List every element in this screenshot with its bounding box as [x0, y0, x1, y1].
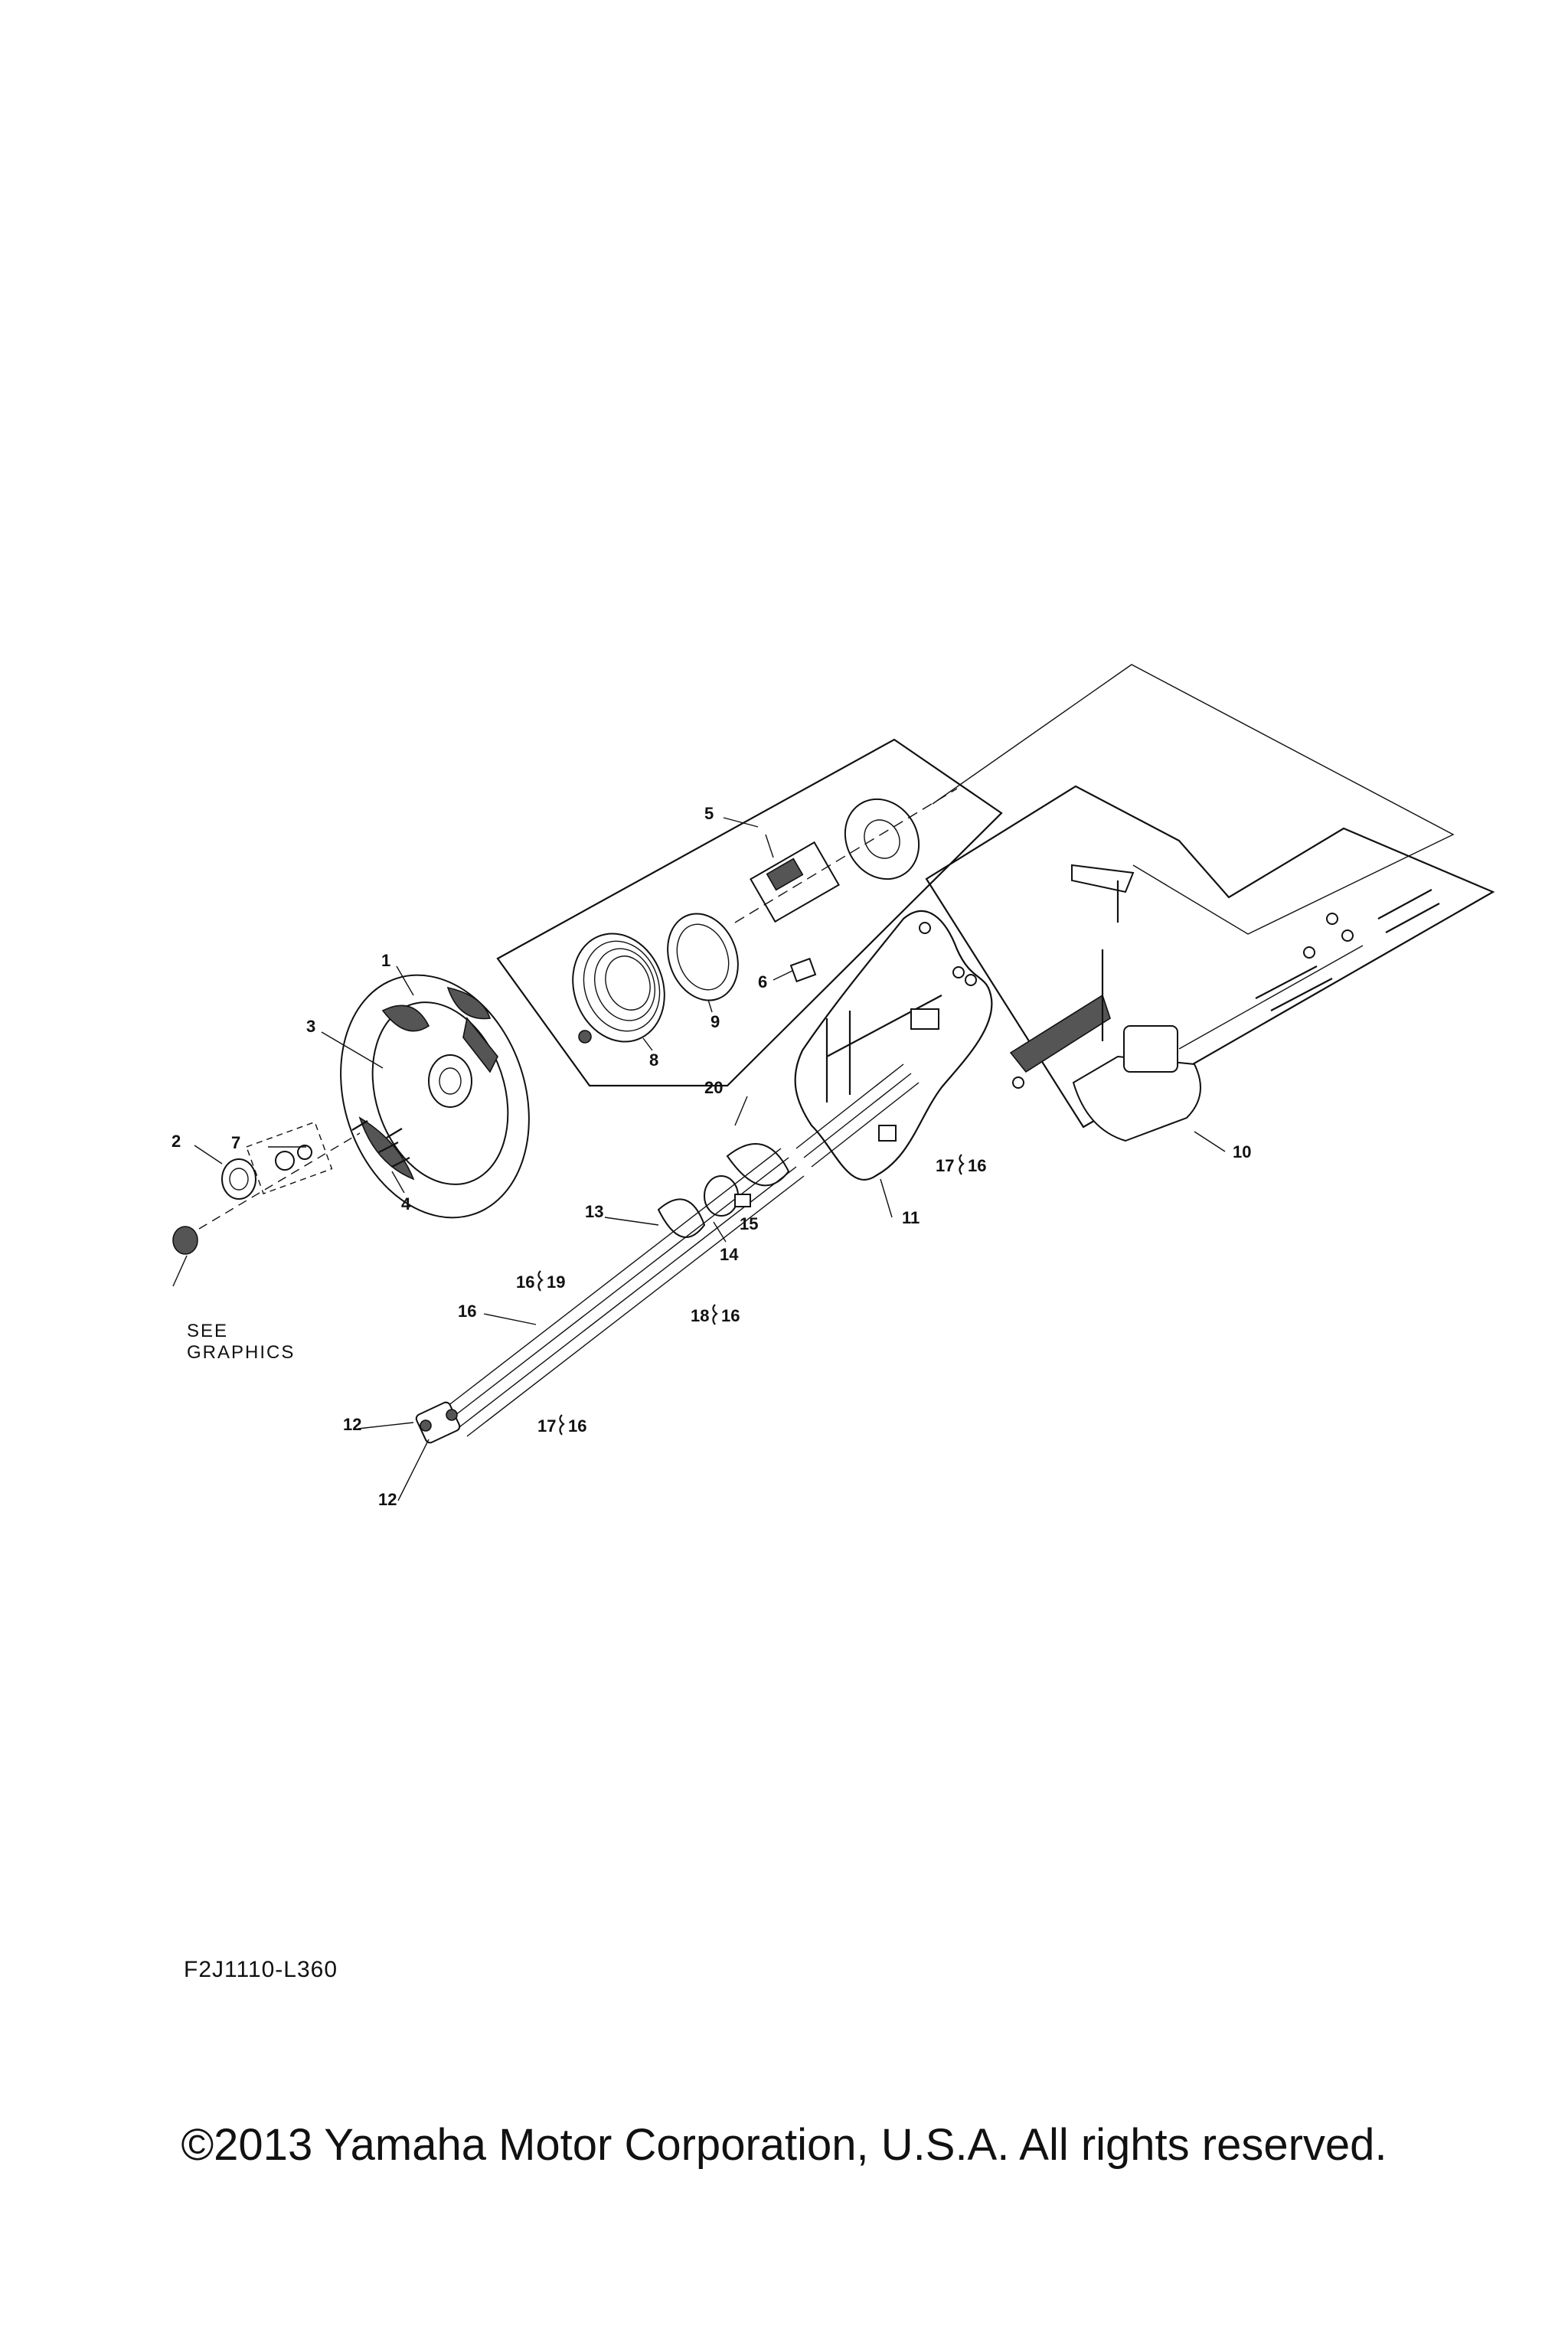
bracket-assembly	[825, 922, 977, 1142]
callout-12-a: 12	[343, 1415, 361, 1434]
callout-15: 15	[740, 1214, 758, 1233]
cable-and-boot	[443, 1063, 920, 1437]
leader-lines	[172, 817, 1226, 1501]
callout-pair-17-16-lower: 17 16	[537, 1414, 586, 1436]
callout-pair-18-16: 18 16	[691, 1304, 740, 1325]
callout-7: 7	[231, 1133, 240, 1152]
callout-1: 1	[381, 951, 390, 970]
group-10-boundary	[925, 785, 1495, 1129]
svg-text:16: 16	[968, 1156, 986, 1175]
svg-text:16: 16	[721, 1306, 740, 1325]
diagram-code: F2J1110-L360	[184, 1957, 338, 1982]
ring-part	[667, 913, 739, 1001]
copyright-notice: ©2013 Yamaha Motor Corporation, U.S.A. A…	[181, 2120, 1387, 2170]
callout-5: 5	[704, 804, 714, 823]
svg-text:18: 18	[691, 1306, 709, 1325]
svg-text:16: 16	[568, 1416, 586, 1436]
callout-8: 8	[649, 1050, 658, 1070]
callout-3: 3	[306, 1017, 315, 1036]
hub-parts	[172, 1120, 410, 1255]
connector-outline	[932, 664, 1455, 935]
callout-pair-17-16-upper: 17 16	[936, 1154, 986, 1175]
svg-text:17: 17	[537, 1416, 556, 1436]
callout-11: 11	[902, 1208, 920, 1227]
callout-10: 10	[1233, 1142, 1251, 1161]
callout-12-b: 12	[378, 1490, 397, 1509]
callout-6: 6	[758, 972, 767, 991]
callout-14: 14	[720, 1245, 739, 1264]
callout-20: 20	[704, 1078, 723, 1097]
svg-text:SEE: SEE	[187, 1321, 228, 1341]
callout-9: 9	[710, 1012, 720, 1031]
callout-13: 13	[585, 1202, 603, 1221]
tilt-mechanism	[1009, 864, 1440, 1142]
svg-text:19: 19	[547, 1272, 565, 1292]
group-5-boundary	[496, 738, 1003, 1087]
svg-text:17: 17	[936, 1156, 954, 1175]
cable-ends	[415, 1401, 461, 1444]
steering-wheel	[340, 974, 530, 1219]
bellows-cover	[572, 933, 665, 1044]
callout-4: 4	[401, 1194, 411, 1214]
svg-text:16: 16	[516, 1272, 534, 1292]
callout-16: 16	[458, 1302, 476, 1321]
column-assembly	[734, 788, 958, 983]
see-graphics-note: SEE GRAPHICS	[187, 1321, 295, 1363]
callout-2: 2	[172, 1132, 181, 1151]
svg-text:GRAPHICS: GRAPHICS	[187, 1342, 295, 1363]
callout-pair-16-19: 16 19	[516, 1270, 565, 1292]
